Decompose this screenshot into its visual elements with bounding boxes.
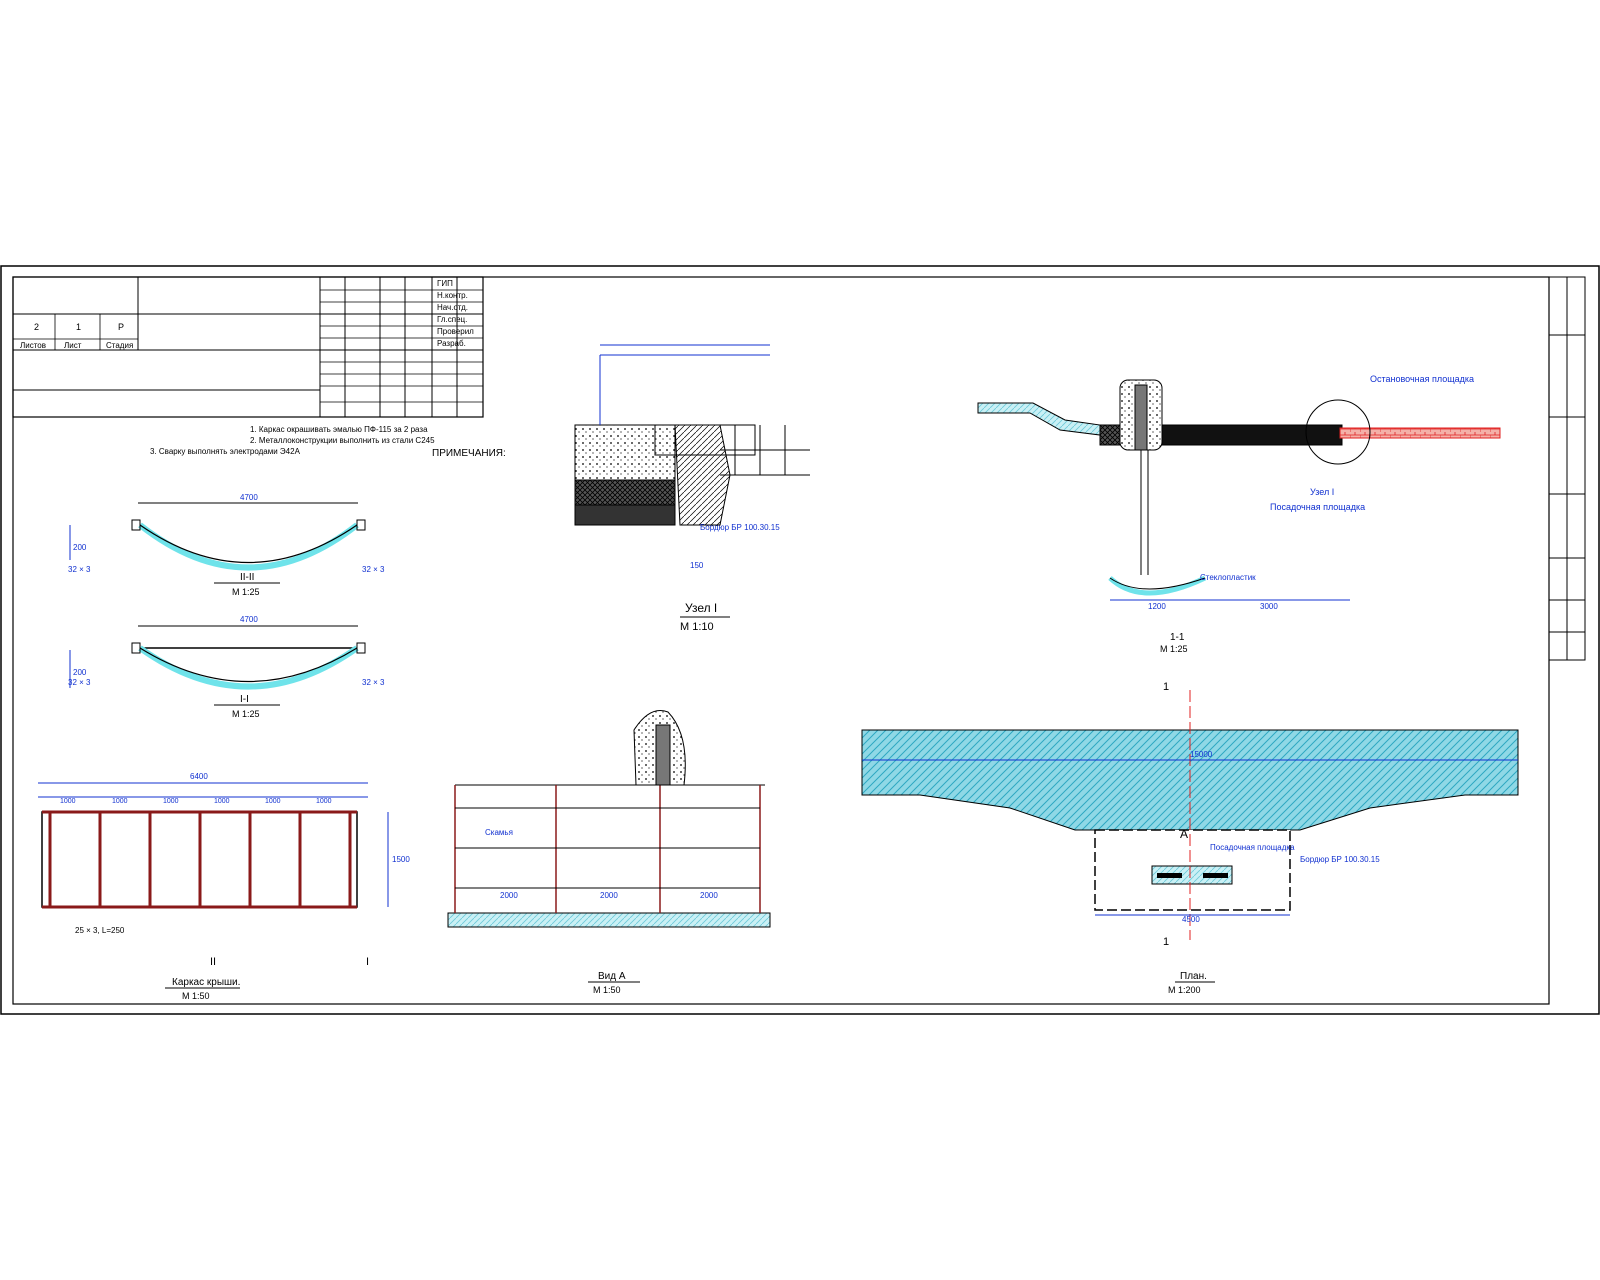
notes-heading: ПРИМЕЧАНИЯ: [432, 448, 506, 459]
sec2-label-r: 32 × 3 [362, 565, 385, 574]
tb-row-6: Разраб. [437, 339, 466, 348]
frame-spacing-dims: 1000 1000 1000 1000 1000 1000 [60, 798, 332, 805]
tb-row-1: ГИП [437, 279, 453, 288]
cut-II: II [210, 956, 216, 968]
dim-200-b: 200 [73, 668, 87, 677]
section-scale: М 1:25 [1160, 644, 1188, 654]
svg-text:1000: 1000 [265, 798, 281, 805]
title-block: ГИП Н.контр. Нач.отд. Гл.спец. Проверил … [12, 276, 484, 418]
note-line-3: 3. Сварку выполнять электродами Э42А [150, 447, 301, 456]
tb-row-3: Нач.отд. [437, 303, 468, 312]
dim-4700-b: 4700 [240, 615, 258, 624]
tb-sheets-label: Листов [20, 341, 46, 350]
sec1-label-r: 32 × 3 [362, 678, 385, 687]
svg-text:1000: 1000 [112, 798, 128, 805]
svg-text:1000: 1000 [316, 798, 332, 805]
tb-sheet-label: Лист [64, 341, 82, 350]
section-1-1: 4700 200 32 × 3 32 × 3 I-I М 1:25 [68, 615, 385, 719]
sec2-title: II-II [240, 572, 254, 583]
node-1-detail: Бордюр БР 100.30.15 150 Узел I М 1:10 [574, 344, 810, 633]
section-title: 1-1 [1170, 632, 1185, 643]
canopy-label: Стеклопластик [1200, 573, 1256, 582]
plan-landing: Посадочная площадка [1210, 843, 1295, 852]
dim-2000-c: 2000 [700, 891, 718, 900]
cut-I: I [366, 956, 369, 968]
axis-label-bottom: 1 [1163, 936, 1169, 948]
sec2-label-l: 32 × 3 [68, 565, 91, 574]
section-2-2: 4700 200 32 × 3 32 × 3 II-II М 1:25 [68, 493, 385, 597]
axis-label-top: 1 [1163, 681, 1169, 693]
plan-title: План. [1180, 971, 1207, 982]
sec1-scale: М 1:25 [232, 709, 260, 719]
sec1-title: I-I [240, 694, 249, 705]
note-line-2: 2. Металлоконструкции выполнить из стали… [250, 436, 435, 445]
roof-frame: 6400 1000 1000 1000 1000 1000 1000 1500 25 … [38, 772, 410, 1001]
notes: ПРИМЕЧАНИЯ: 1. Каркас окрашивать эмалью … [150, 425, 506, 459]
view-a: 2000 2000 2000 Скамья Вид А М 1:50 [447, 710, 771, 995]
note-line-1: 1. Каркас окрашивать эмалью ПФ-115 за 2 … [250, 425, 428, 434]
node-scale: М 1:10 [680, 621, 714, 633]
landing-label: Посадочная площадка [1270, 502, 1365, 512]
sec2-scale: М 1:25 [232, 587, 260, 597]
svg-text:1000: 1000 [214, 798, 230, 805]
stop-area-label: Остановочная площадка [1370, 374, 1474, 384]
tb-row-5: Проверил [437, 327, 474, 336]
tb-row-4: Гл.спец. [437, 315, 467, 324]
tb-sheets-value: 2 [34, 322, 39, 332]
node-ref-label: Узел I [1310, 487, 1334, 497]
node-kerb: Бордюр БР 100.30.15 [700, 523, 780, 532]
bench-label: Скамья [485, 828, 513, 837]
dim-2000-a: 2000 [500, 891, 518, 900]
view-a-title: Вид А [598, 971, 626, 982]
plan-kerb: Бордюр БР 100.30.15 [1300, 855, 1380, 864]
dim-1200: 1200 [1148, 602, 1166, 611]
tb-sheet-value: 1 [76, 322, 81, 332]
outer-frame [0, 265, 1600, 1015]
tb-stage-label: Стадия [106, 341, 133, 350]
frame-scale: М 1:50 [182, 991, 210, 1001]
dim-150: 150 [690, 561, 704, 570]
dim-1500: 1500 [392, 855, 410, 864]
node-title: Узел I [685, 601, 717, 615]
tb-stage-value: Р [118, 322, 124, 332]
frame-title: Каркас крыши. [172, 977, 240, 988]
dim-15000: 15000 [1190, 750, 1213, 759]
tb-row-2: Н.контр. [437, 291, 468, 300]
svg-text:1000: 1000 [60, 798, 76, 805]
inner-frame [12, 276, 1550, 1005]
dim-6400: 6400 [190, 772, 208, 781]
plan-scale: М 1:200 [1168, 985, 1201, 995]
dim-200-a: 200 [73, 543, 87, 552]
dim-3000: 3000 [1260, 602, 1278, 611]
sec1-label-l: 32 × 3 [68, 678, 91, 687]
dim-4500: 4500 [1182, 915, 1200, 924]
side-stamp [1548, 276, 1586, 661]
dim-2000-b: 2000 [600, 891, 618, 900]
plan-view: 15000 4500 Посадочная площадка Бордюр БР… [861, 681, 1519, 995]
section-main: 1200 3000 Остановочная площадка Посадочн… [977, 374, 1501, 654]
view-a-scale: М 1:50 [593, 985, 621, 995]
arrow-a-label: А [1180, 827, 1188, 841]
dim-4700-a: 4700 [240, 493, 258, 502]
frame-note: 25 × 3, L=250 [75, 926, 125, 935]
svg-text:1000: 1000 [163, 798, 179, 805]
